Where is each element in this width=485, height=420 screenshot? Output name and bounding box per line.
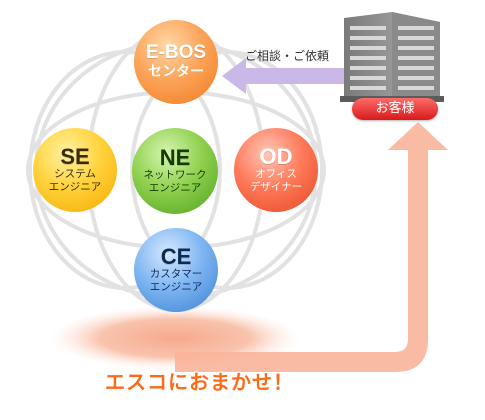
ce-node: CE カスタマー エンジニア [134,228,218,312]
ebos-subtitle: センター [148,64,204,81]
od-subtitle: オフィス デザイナー [249,168,303,193]
customer-badge: お客様 [352,98,438,120]
od-title: OD [259,144,293,170]
ne-node: NE ネットワーク エンジニア [132,128,218,214]
ce-subtitle: カスタマー エンジニア [149,268,203,293]
ne-title: NE [159,145,191,171]
ce-title: CE [160,244,192,270]
se-title: SE [60,144,90,170]
building-icon [340,12,444,102]
se-node: SE システム エンジニア [33,128,117,212]
slogan-text: エスコにおまかせ！ [105,370,294,394]
return-arrow [175,122,448,372]
ebos-title: E-BOS [145,42,207,64]
ebos-center-node: E-BOS センター [134,20,218,104]
ne-subtitle: ネットワーク エンジニア [143,169,207,194]
consult-request-label: ご相談・ご依頼 [245,49,330,63]
request-arrow [222,58,346,94]
se-subtitle: システム エンジニア [48,168,102,193]
od-node: OD オフィス デザイナー [234,128,318,212]
